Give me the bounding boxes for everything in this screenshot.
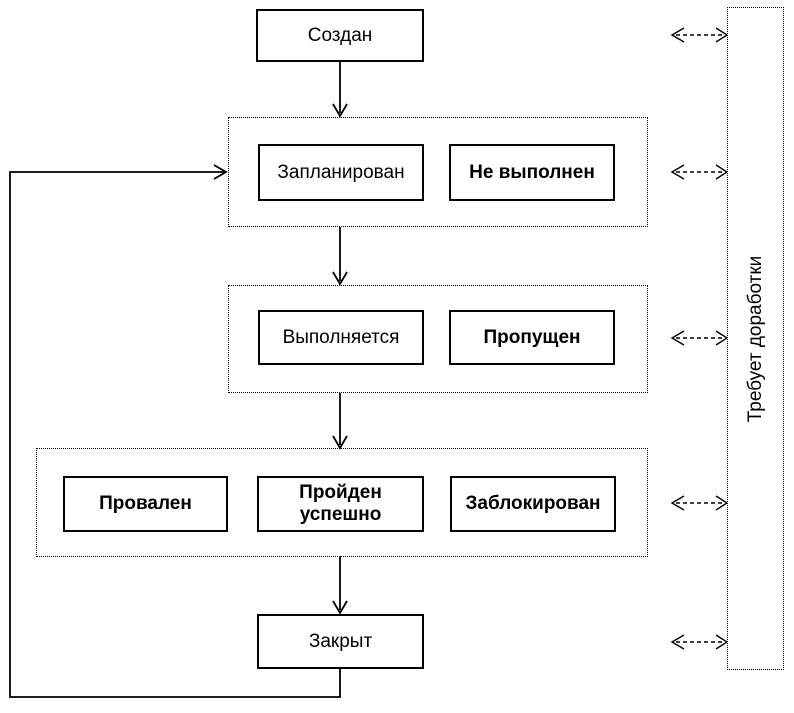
node-blocked-label: Заблокирован — [465, 493, 601, 515]
node-failed: Провален — [63, 476, 228, 532]
node-executing-label: Выполняется — [282, 326, 400, 348]
node-skipped-label: Пропущен — [483, 326, 581, 348]
group-executing-states — [228, 285, 648, 393]
arrow-closed-to-planned-loop — [9, 164, 341, 698]
double-arrow-closed-rework — [670, 634, 729, 650]
node-not-executed: Не выполнен — [449, 144, 615, 201]
double-arrow-executing-rework — [670, 330, 729, 346]
group-planned-states — [228, 117, 648, 227]
double-arrow-result-rework — [670, 495, 729, 511]
node-executing: Выполняется — [258, 310, 424, 365]
node-skipped: Пропущен — [449, 310, 615, 365]
group-result-states — [36, 448, 648, 557]
node-planned-label: Запланирован — [277, 161, 405, 183]
node-not-executed-label: Не выполнен — [469, 161, 595, 183]
arrow-executing-to-result-group — [332, 393, 348, 450]
node-blocked: Заблокирован — [450, 476, 616, 532]
node-created-label: Создан — [307, 24, 373, 46]
node-closed: Закрыт — [257, 614, 424, 669]
double-arrow-created-rework — [670, 27, 729, 43]
node-passed-label: Пройден успешно — [299, 482, 382, 525]
node-planned: Запланирован — [258, 144, 424, 201]
node-rework-label: Требует доработки — [744, 255, 766, 422]
arrow-planned-to-executing-group — [332, 227, 348, 286]
node-passed: Пройден успешно — [257, 476, 424, 532]
node-rework-bar: Требует доработки — [727, 7, 784, 670]
node-failed-label: Провален — [99, 493, 192, 515]
arrow-result-to-closed — [332, 556, 348, 615]
double-arrow-planned-rework — [670, 164, 729, 180]
arrow-created-to-planned-group — [332, 62, 348, 118]
node-closed-label: Закрыт — [308, 630, 373, 652]
node-created: Создан — [256, 9, 424, 62]
